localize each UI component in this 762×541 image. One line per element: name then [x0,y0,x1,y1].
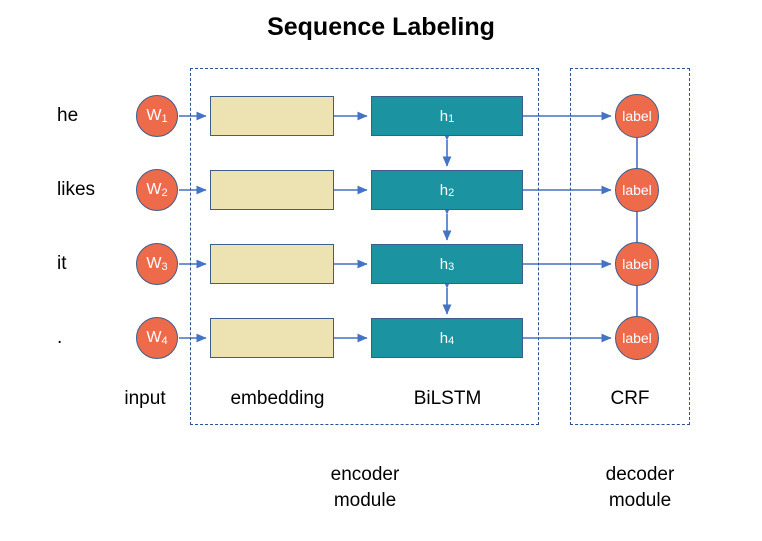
token-node-1-index: 1 [161,112,168,125]
input-word-3: it [57,253,67,274]
bilstm-cell-3-index: 3 [448,260,455,273]
bilstm-cell-4-label: h [439,329,449,347]
token-node-3-label: W [146,255,162,272]
crf-label-node-2-text: label [622,182,652,198]
embedding-box-4[interactable] [210,318,334,358]
embedding-box-1[interactable] [210,96,334,136]
caption-encoder-module: encoder module [330,464,400,512]
caption-crf: CRF [610,388,650,409]
bilstm-cell-3-label: h [439,255,449,273]
token-node-4-index: 4 [161,334,168,347]
crf-label-node-4-text: label [622,330,652,346]
input-word-4: . [57,327,63,348]
bilstm-cell-1-label: h [439,107,449,125]
input-word-1: he [57,105,79,126]
crf-label-node-1-text: label [622,108,652,124]
crf-label-node-1[interactable]: label [615,94,659,138]
crf-label-node-4[interactable]: label [615,316,659,360]
bilstm-cell-2-index: 2 [448,186,455,199]
caption-input: input [124,388,166,409]
bilstm-cell-1-index: 1 [448,112,455,125]
bilstm-cell-2-label: h [439,181,449,199]
token-node-2-label: W [146,181,162,198]
token-node-2-index: 2 [161,186,168,199]
crf-label-node-3[interactable]: label [615,242,659,286]
crf-label-node-2[interactable]: label [615,168,659,212]
crf-label-node-3-text: label [622,256,652,272]
page-title: Sequence Labeling [267,13,495,41]
caption-embedding: embedding [230,388,325,409]
token-node-1-label: W [146,107,162,124]
token-node-3-index: 3 [161,260,168,273]
token-node-4-label: W [146,329,162,346]
input-word-2: likes [57,179,96,200]
caption-decoder-module: decoder module [605,464,675,512]
embedding-box-2[interactable] [210,170,334,210]
bilstm-cell-4-index: 4 [448,334,455,347]
decoder-module-frame [570,68,690,425]
encoder-module-frame [190,68,539,425]
embedding-box-3[interactable] [210,244,334,284]
caption-bilstm: BiLSTM [413,388,482,409]
